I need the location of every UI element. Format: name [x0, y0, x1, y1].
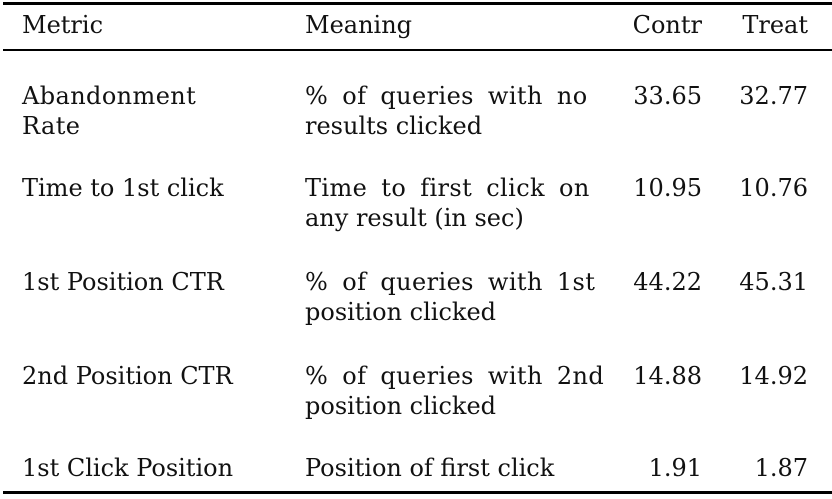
metric-meaning-cont: position clicked	[305, 392, 497, 420]
bottom-rule	[3, 491, 832, 494]
header-treat: Treat	[742, 11, 808, 39]
treat-value: 1.87	[754, 454, 808, 482]
metric-name-cont: Rate	[22, 112, 81, 140]
treat-value: 32.77	[739, 82, 808, 110]
contr-value: 33.65	[633, 82, 702, 110]
metric-name: Abandonment	[22, 82, 197, 110]
contr-value: 1.91	[648, 454, 702, 482]
metric-meaning: Position of first click	[305, 454, 555, 482]
contr-value: 44.22	[633, 268, 702, 296]
metric-meaning: Time to first click on	[305, 174, 590, 202]
metric-meaning-cont: position clicked	[305, 298, 497, 326]
contr-value: 10.95	[633, 174, 702, 202]
header-rule	[3, 49, 832, 51]
header-metric: Metric	[22, 11, 104, 39]
metric-name: Time to 1st click	[22, 174, 224, 202]
treat-value: 10.76	[739, 174, 808, 202]
metric-meaning: % of queries with no	[305, 82, 588, 110]
metric-meaning-cont: any result (in sec)	[305, 204, 524, 232]
metric-name: 2nd Position CTR	[22, 362, 233, 390]
metric-name: 1st Position CTR	[22, 268, 224, 296]
header-meaning: Meaning	[305, 11, 413, 39]
metric-meaning: % of queries with 2nd	[305, 362, 605, 390]
metric-name: 1st Click Position	[22, 454, 234, 482]
top-rule	[3, 2, 832, 5]
header-contr: Contr	[632, 11, 702, 39]
treat-value: 14.92	[739, 362, 808, 390]
contr-value: 14.88	[633, 362, 702, 390]
metric-meaning-cont: results clicked	[305, 112, 483, 140]
treat-value: 45.31	[739, 268, 808, 296]
metric-meaning: % of queries with 1st	[305, 268, 596, 296]
